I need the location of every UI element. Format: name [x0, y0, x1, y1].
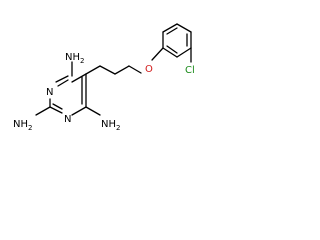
bond-c6-n1: [71, 106, 87, 116]
propyl-chain: [85, 65, 142, 75]
bond-ar5-ar6: [176, 47, 192, 58]
bond-ar6-ar1: [162, 47, 178, 58]
bond-ar2-ar3-double: [166, 27, 178, 35]
bond-n1-c2: [49, 106, 63, 114]
oxygen-label: O: [145, 64, 153, 75]
pyrimidine-ring: [49, 73, 87, 116]
ether-link: [151, 47, 164, 61]
bond-ar6-ar1-double: [166, 45, 178, 54]
chlorobenzene-ring: [162, 23, 192, 63]
bond-c6-nh2-right: [85, 106, 101, 116]
bond-n1-c2-double: [52, 103, 63, 110]
bond-c2-nh2-left: [35, 106, 51, 116]
nh2-right-label: NH2: [101, 119, 120, 132]
bond-ar3-ar4: [176, 23, 192, 33]
amino-bonds: [35, 61, 101, 116]
bond-ar2-ar3: [162, 23, 178, 33]
nh2-left-label: NH2: [13, 119, 32, 132]
bond-o-aryl: [151, 47, 164, 61]
nh2-top-label: NH2: [65, 52, 84, 65]
bond-n3-c4-double: [57, 79, 69, 87]
atom-labels: NH2 N N NH2 NH2 O Cl: [13, 52, 195, 132]
bond-ch2c-o: [128, 65, 142, 74]
bond-n3-c4: [55, 75, 69, 83]
bond-c4-c5: [71, 73, 87, 83]
bond-ch2b-ch2c: [114, 65, 130, 75]
ring-n1-label: N: [64, 114, 71, 125]
ring-n3-label: N: [46, 87, 53, 98]
bond-c5-ch2a: [85, 65, 101, 75]
chlorine-label: Cl: [185, 65, 195, 76]
bond-ch2a-ch2b: [99, 65, 116, 75]
chemical-structure-diagram: NH2 N N NH2 NH2 O Cl: [13, 23, 195, 132]
